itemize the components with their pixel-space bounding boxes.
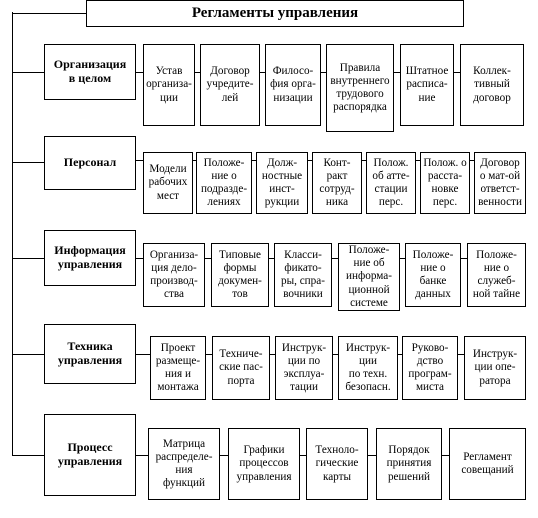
doc-box: Техниче- ские пас- порта bbox=[212, 336, 270, 400]
group-3-connector bbox=[12, 258, 44, 259]
doc-box: Договор о мат-ой ответст- венности bbox=[474, 152, 526, 214]
doc-box: Класси- фикато- ры, спра- вочники bbox=[274, 243, 332, 307]
doc-box: Матрица распределе- ния функций bbox=[148, 428, 220, 500]
category-personnel: Персонал bbox=[44, 136, 136, 190]
group-2-connector bbox=[12, 162, 44, 163]
doc-box: Графики процессов управления bbox=[228, 428, 300, 500]
category-process: Процесс управления bbox=[44, 414, 136, 496]
doc-box: Договор учредите- лей bbox=[200, 44, 260, 126]
doc-box: Организа- ция дело- производ- ства bbox=[143, 243, 205, 307]
doc-box: Типовые формы докумен- тов bbox=[211, 243, 269, 307]
title-connector bbox=[12, 13, 86, 14]
doc-box: Штатное расписа- ние bbox=[400, 44, 454, 126]
doc-box: Инструк- ции опе- ратора bbox=[464, 336, 526, 400]
doc-box: Коллек- тивный договор bbox=[460, 44, 524, 126]
doc-box: Конт- ракт сотруд- ника bbox=[312, 152, 362, 214]
category-information: Информация управления bbox=[44, 230, 136, 286]
doc-box: Руково- дство програм- миста bbox=[402, 336, 458, 400]
doc-box: Модели рабочих мест bbox=[143, 152, 193, 214]
category-technique: Техника управления bbox=[44, 324, 136, 384]
group-1-connector bbox=[12, 72, 44, 73]
doc-box: Регламент совещаний bbox=[449, 428, 526, 500]
group-4-connector bbox=[12, 354, 44, 355]
doc-box: Полож. о расста- новке перс. bbox=[420, 152, 470, 214]
doc-box: Филосо- фия орга- низации bbox=[265, 44, 321, 126]
category-organization: Организация в целом bbox=[44, 44, 136, 100]
doc-box: Устав организа- ции bbox=[143, 44, 195, 126]
doc-box: Проект размеще- ния и монтажа bbox=[150, 336, 206, 400]
diagram-title: Регламенты управления bbox=[86, 0, 464, 27]
doc-box: Порядок принятия решений bbox=[376, 428, 442, 500]
doc-box: Полож. об атте- стации перс. bbox=[366, 152, 416, 214]
main-spine-line bbox=[12, 12, 13, 455]
doc-box: Положе- ние о подразде- лениях bbox=[196, 152, 252, 214]
doc-box: Долж- ностные инст- рукции bbox=[256, 152, 308, 214]
doc-box: Инструк- ции по эксплуа- тации bbox=[275, 336, 333, 400]
doc-box: Инструк- ции по техн. безопасн. bbox=[338, 336, 398, 400]
doc-box: Техноло- гические карты bbox=[306, 428, 368, 500]
doc-box: Положе- ние о служеб- ной тайне bbox=[467, 243, 526, 307]
doc-box: Положе- ние о банке данных bbox=[405, 243, 461, 307]
doc-box: Правила внутреннего трудового распорядка bbox=[326, 44, 394, 132]
group-5-connector bbox=[12, 455, 44, 456]
doc-box: Положе- ние об информа- ционной системе bbox=[338, 243, 400, 311]
